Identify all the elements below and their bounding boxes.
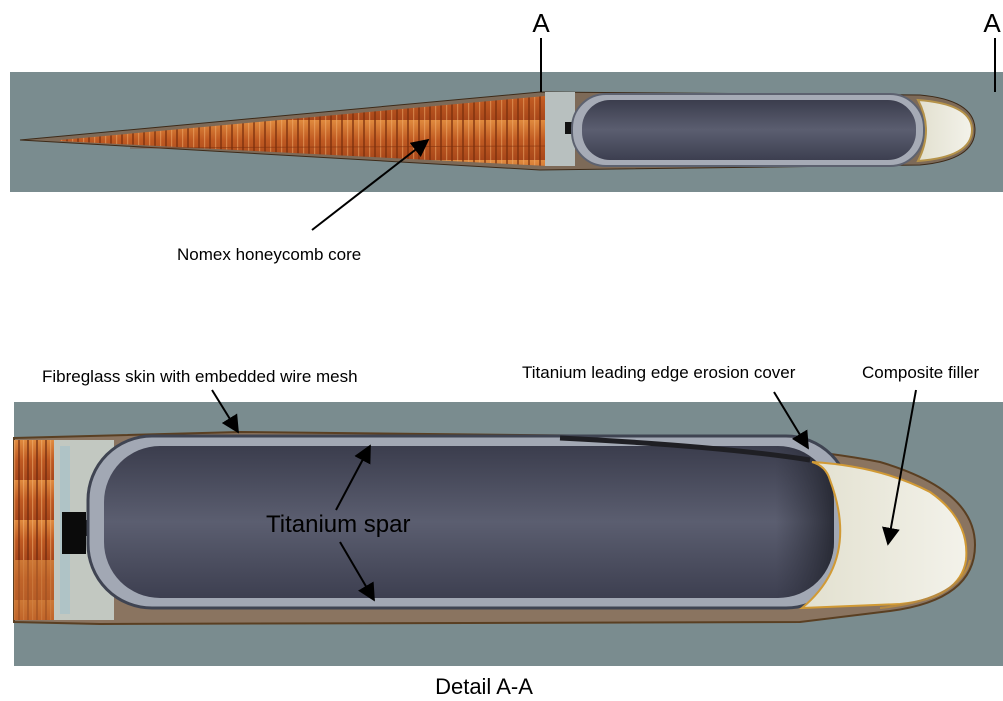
section-marker-left: A [532, 8, 550, 38]
detail-section-view: Fibreglass skin with embedded wire mesh … [14, 363, 1003, 699]
honeycomb-core-label: Nomex honeycomb core [177, 245, 361, 264]
erosion-cover-label: Titanium leading edge erosion cover [522, 363, 796, 382]
composite-filler-label: Composite filler [862, 363, 979, 382]
section-marker-right: A [983, 8, 1001, 38]
titanium-spar-label: Titanium spar [266, 511, 411, 538]
top-section-view: A A Nomex honeycomb core [10, 8, 1003, 264]
detail-caption: Detail A-A [435, 674, 533, 699]
fibreglass-skin-label: Fibreglass skin with embedded wire mesh [42, 367, 358, 386]
top-spar-cavity [582, 100, 916, 160]
